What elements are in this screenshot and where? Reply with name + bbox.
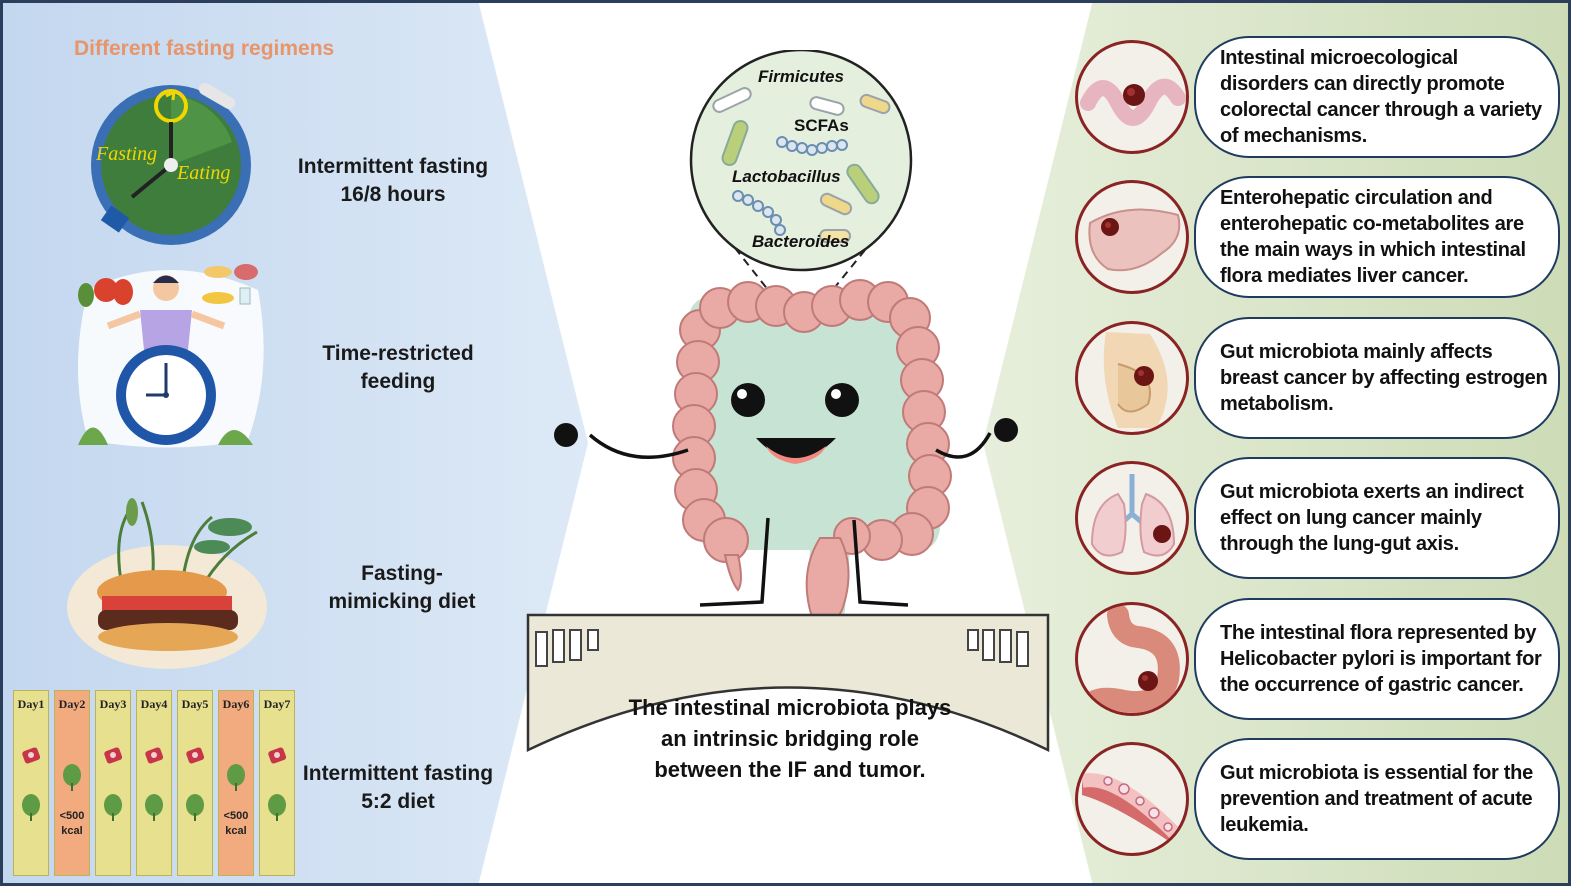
day-label: Day1: [17, 697, 45, 711]
day-label: Day3: [99, 697, 127, 711]
bacteria-label-bacteroides: Bacteroides: [752, 232, 850, 251]
regimen-label-fasting-mimicking: Fasting- mimicking diet: [287, 560, 517, 616]
regimen-label-5-2: Intermittent fasting 5:2 diet: [283, 760, 513, 816]
cancer-description-text: Enterohepatic circulation and enterohepa…: [1220, 187, 1526, 287]
colon-icon: [1075, 40, 1189, 154]
day-strip-1: Day1: [13, 690, 49, 876]
bacteria-label-firmicutes: Firmicutes: [758, 67, 844, 86]
regimens-heading: Different fasting regimens: [74, 37, 335, 60]
regimen-label-text: Intermittent fasting 16/8 hours: [297, 155, 489, 206]
blood-vessel-icon: [1075, 742, 1189, 856]
cancer-description-text: Intestinal microecological disorders can…: [1220, 47, 1542, 147]
cancer-description-text: Gut microbiota mainly affects breast can…: [1220, 341, 1548, 415]
vegetable-icon: [63, 764, 81, 791]
day-strip-5: Day5: [177, 690, 213, 876]
liver-icon: [1075, 180, 1189, 294]
regimen-label-time-restricted: Time-restricted feeding: [283, 340, 513, 396]
meal-icon: [145, 747, 164, 821]
lung-icon: [1075, 461, 1189, 575]
colon-body: [688, 295, 941, 642]
cancer-description-bubble: Gut microbiota exerts an indirect effect…: [1194, 457, 1560, 579]
bacteria-label-lactobacillus: Lactobacillus: [732, 167, 841, 186]
bridge: [526, 613, 1050, 752]
cancer-description-bubble: Gut microbiota mainly affects breast can…: [1194, 317, 1560, 439]
day-strip-4: Day4: [136, 690, 172, 876]
regimen-label-text: Intermittent fasting 5:2 diet: [302, 762, 494, 813]
cancer-description-text: The intestinal flora represented by Heli…: [1220, 622, 1542, 696]
fasting-clock-icon: Fasting Eating: [91, 83, 251, 245]
meal-icon: [104, 747, 123, 821]
day-label: Day7: [263, 697, 291, 711]
cancer-description-text: Gut microbiota is essential for the prev…: [1220, 762, 1533, 836]
meal-icon: [268, 747, 287, 821]
day-strip-6: Day6 <500 kcal: [218, 690, 254, 876]
kcal-limit: <500 kcal: [59, 810, 85, 837]
clock-fasting-label: Fasting: [95, 143, 157, 165]
clock-eating-label: Eating: [176, 162, 230, 184]
bacteria-label-scfas: SCFAs: [794, 116, 849, 135]
day-label: Day4: [140, 697, 168, 711]
bridge-caption: The intestinal microbiota plays an intri…: [580, 692, 1000, 785]
cancer-description-bubble: Enterohepatic circulation and enterohepa…: [1194, 176, 1560, 298]
time-restricted-feeding-icon: [78, 264, 264, 448]
regimen-label-16-8: Intermittent fasting 16/8 hours: [278, 153, 508, 209]
day-strip-7: Day7: [259, 690, 295, 876]
fasting-mimicking-diet-icon: [67, 498, 267, 669]
stomach-icon: [1075, 602, 1189, 716]
day-label: Day6: [222, 697, 250, 711]
vegetable-icon: [227, 764, 245, 791]
meal-icon: [186, 747, 205, 821]
breast-icon: [1075, 321, 1189, 435]
meal-icon: [22, 747, 41, 821]
cancer-description-bubble: Intestinal microecological disorders can…: [1194, 36, 1560, 158]
microbiota-illustration: [526, 50, 1050, 752]
day-strip-3: Day3: [95, 690, 131, 876]
bridge-caption-text: The intestinal microbiota plays an intri…: [628, 695, 952, 782]
regimen-label-text: Time-restricted feeding: [322, 342, 474, 393]
day-strip-2: Day2 <500 kcal: [54, 690, 90, 876]
cancer-description-bubble: The intestinal flora represented by Heli…: [1194, 598, 1560, 720]
day-label: Day5: [181, 697, 209, 711]
regimen-label-text: Fasting- mimicking diet: [328, 562, 476, 613]
bacteria-magnifier: [689, 50, 913, 272]
day-label: Day2: [58, 697, 86, 711]
cancer-description-text: Gut microbiota exerts an indirect effect…: [1220, 481, 1524, 555]
kcal-limit: <500 kcal: [223, 810, 249, 837]
cancer-description-bubble: Gut microbiota is essential for the prev…: [1194, 738, 1560, 860]
